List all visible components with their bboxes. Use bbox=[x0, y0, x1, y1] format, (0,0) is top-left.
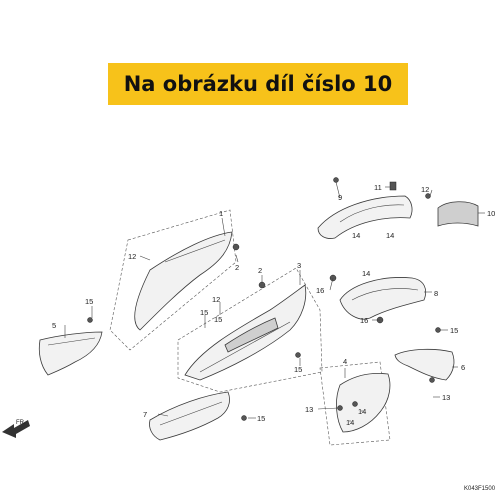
label-part-1: 1 bbox=[219, 209, 223, 218]
part-1-side-cover bbox=[109, 209, 240, 351]
label-part-15: 15 bbox=[200, 308, 208, 317]
label-part-16: 16 bbox=[316, 286, 324, 295]
bolt-icon bbox=[241, 415, 247, 421]
part-4-rear-fender bbox=[319, 361, 391, 446]
label-part-14: 14 bbox=[358, 407, 366, 416]
bolt-icon bbox=[333, 177, 339, 183]
label-part-4: 4 bbox=[343, 357, 347, 366]
label-part-3: 3 bbox=[297, 261, 301, 270]
bolt-icon bbox=[352, 401, 358, 407]
label-part-7: 7 bbox=[143, 410, 147, 419]
label-part-14: 14 bbox=[386, 231, 394, 240]
part-8-rear-frame bbox=[329, 274, 427, 324]
label-part-15: 15 bbox=[85, 297, 93, 306]
label-part-14: 14 bbox=[362, 269, 370, 278]
label-part-15: 15 bbox=[450, 326, 458, 335]
part-10-rear-carrier bbox=[425, 193, 479, 227]
bolt-icon bbox=[435, 327, 441, 333]
part-9-grab-rail bbox=[317, 177, 413, 239]
part-7-lower-piece bbox=[149, 391, 247, 441]
part-11-bolt bbox=[389, 181, 397, 191]
label-part-14: 14 bbox=[346, 418, 354, 427]
label-part-15: 15 bbox=[214, 315, 222, 324]
label-part-15: 15 bbox=[257, 414, 265, 423]
bolt-icon bbox=[87, 317, 93, 323]
label-part-2: 2 bbox=[258, 266, 262, 275]
bolt-icon bbox=[425, 193, 431, 199]
bolt-icon bbox=[337, 405, 343, 411]
label-part-10: 10 bbox=[487, 209, 495, 218]
label-part-14: 14 bbox=[352, 231, 360, 240]
label-part-6: 6 bbox=[461, 363, 465, 372]
label-part-11: 11 bbox=[374, 183, 382, 192]
part-5-front-piece bbox=[38, 317, 103, 376]
label-part-13: 13 bbox=[305, 405, 313, 414]
label-part-12: 12 bbox=[212, 295, 220, 304]
part-3-main-panel bbox=[177, 267, 323, 393]
label-part-12: 12 bbox=[128, 252, 136, 261]
bolt-icon bbox=[295, 352, 301, 358]
label-part-2: 2 bbox=[235, 263, 239, 272]
caption-text: Na obrázku díl číslo 10 bbox=[123, 72, 393, 96]
caption-banner: Na obrázku díl číslo 10 bbox=[108, 63, 408, 105]
front-arrow-icon: FR. bbox=[2, 420, 30, 438]
part-6-tail-cover bbox=[394, 327, 455, 383]
label-part-12: 12 bbox=[421, 185, 429, 194]
label-part-8: 8 bbox=[434, 289, 438, 298]
front-arrow-label: FR. bbox=[16, 420, 26, 426]
label-part-13: 13 bbox=[442, 393, 450, 402]
bolt-icon bbox=[429, 377, 435, 383]
diagram-code: K043F1500 bbox=[464, 486, 496, 492]
label-part-5: 5 bbox=[52, 321, 56, 330]
label-part-9: 9 bbox=[338, 193, 342, 202]
label-part-16: 16 bbox=[360, 316, 368, 325]
label-part-15: 15 bbox=[294, 365, 302, 374]
bolt-icon bbox=[232, 243, 240, 251]
leader-lines bbox=[64, 181, 485, 422]
